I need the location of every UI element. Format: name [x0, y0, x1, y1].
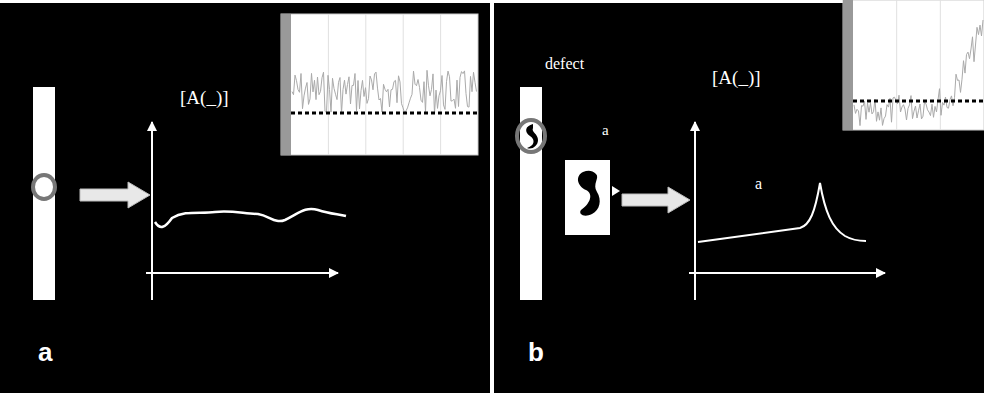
defect-ring [517, 120, 545, 152]
defect-label: defect [545, 55, 584, 73]
defect-shape [526, 124, 538, 149]
panel-letter: b [528, 338, 544, 367]
probe-ring [33, 175, 55, 199]
defect-zoom-shape [578, 171, 600, 216]
x-axis [689, 272, 885, 274]
axis-label: [A(_)] [180, 88, 229, 109]
inset-axis-band [281, 14, 291, 155]
panel-divider [490, 0, 494, 393]
grid-line [403, 14, 404, 155]
specimen-bar [33, 87, 55, 300]
top-edge [0, 0, 984, 3]
inset-plot [281, 14, 478, 155]
axis-label: [A(_)] [712, 68, 761, 89]
peak-curve [698, 183, 866, 242]
signal-curve [155, 209, 346, 227]
flow-arrow [80, 182, 150, 208]
grid-line [365, 14, 366, 155]
x-axis [146, 272, 338, 274]
noise-trace [292, 70, 477, 113]
defect-zoom-box [565, 160, 610, 235]
flow-arrow [622, 187, 690, 213]
inset-axis-band [843, 0, 853, 130]
noise-trace [854, 20, 983, 126]
small-arrowhead [612, 186, 620, 196]
threshold-line [291, 112, 478, 115]
callout-letter: a [602, 122, 609, 139]
panel-letter: a [38, 338, 52, 367]
grid-line [896, 0, 897, 130]
peak-label: a [755, 175, 762, 193]
threshold-line [853, 100, 984, 103]
inset-plot [843, 0, 984, 130]
